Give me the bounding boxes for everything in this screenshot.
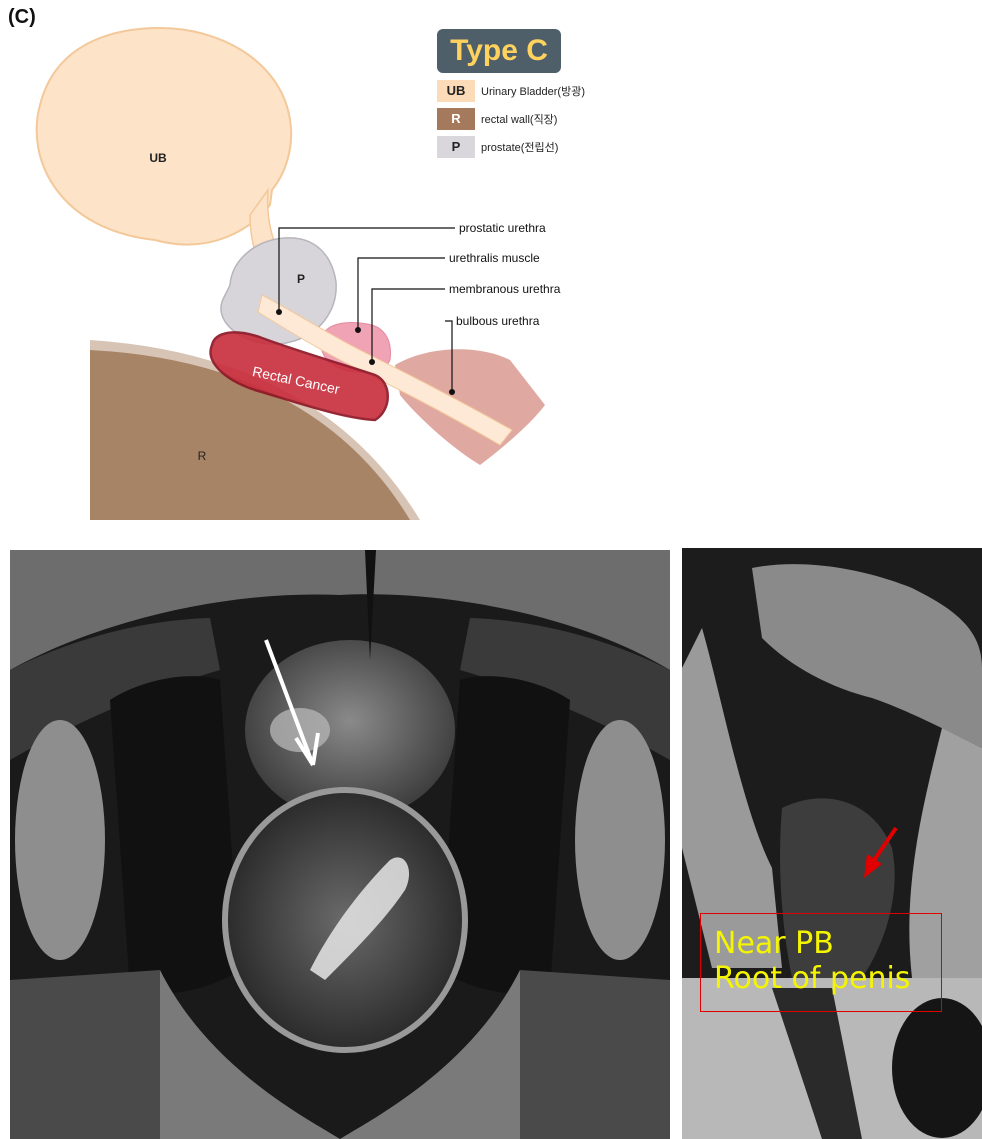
callout-urethralis-muscle: urethralis muscle <box>449 251 540 265</box>
red-arrow <box>682 548 982 1139</box>
white-arrow <box>10 550 670 1139</box>
annotation-line-2: Root of penis <box>714 962 910 996</box>
legend-text-bladder: Urinary Bladder(방광) <box>481 83 585 99</box>
legend-text-prostate: prostate(전립선) <box>481 139 558 155</box>
legend-text-rectal-wall: rectal wall(직장) <box>481 111 557 127</box>
legend-item-prostate: P prostate(전립선) <box>437 136 558 158</box>
callout-prostatic-urethra: prostatic urethra <box>459 221 546 235</box>
legend-item-rectal-wall: R rectal wall(직장) <box>437 108 557 130</box>
mri-sagittal-image: Near PB Root of penis <box>682 548 982 1139</box>
mri-axial-image <box>10 550 670 1139</box>
prostate-label: P <box>297 272 305 286</box>
legend-key-prostate: P <box>437 136 475 158</box>
legend-item-bladder: UB Urinary Bladder(방광) <box>437 80 585 102</box>
bladder-label: UB <box>149 151 167 165</box>
callout-membranous-urethra: membranous urethra <box>449 282 561 296</box>
annotation-line-1: Near PB <box>714 927 834 961</box>
type-badge: Type C <box>437 29 561 73</box>
rectum-label: R <box>198 449 207 463</box>
callout-bulbous-urethra: bulbous urethra <box>456 314 540 328</box>
legend-key-bladder: UB <box>437 80 475 102</box>
legend-key-rectal-wall: R <box>437 108 475 130</box>
